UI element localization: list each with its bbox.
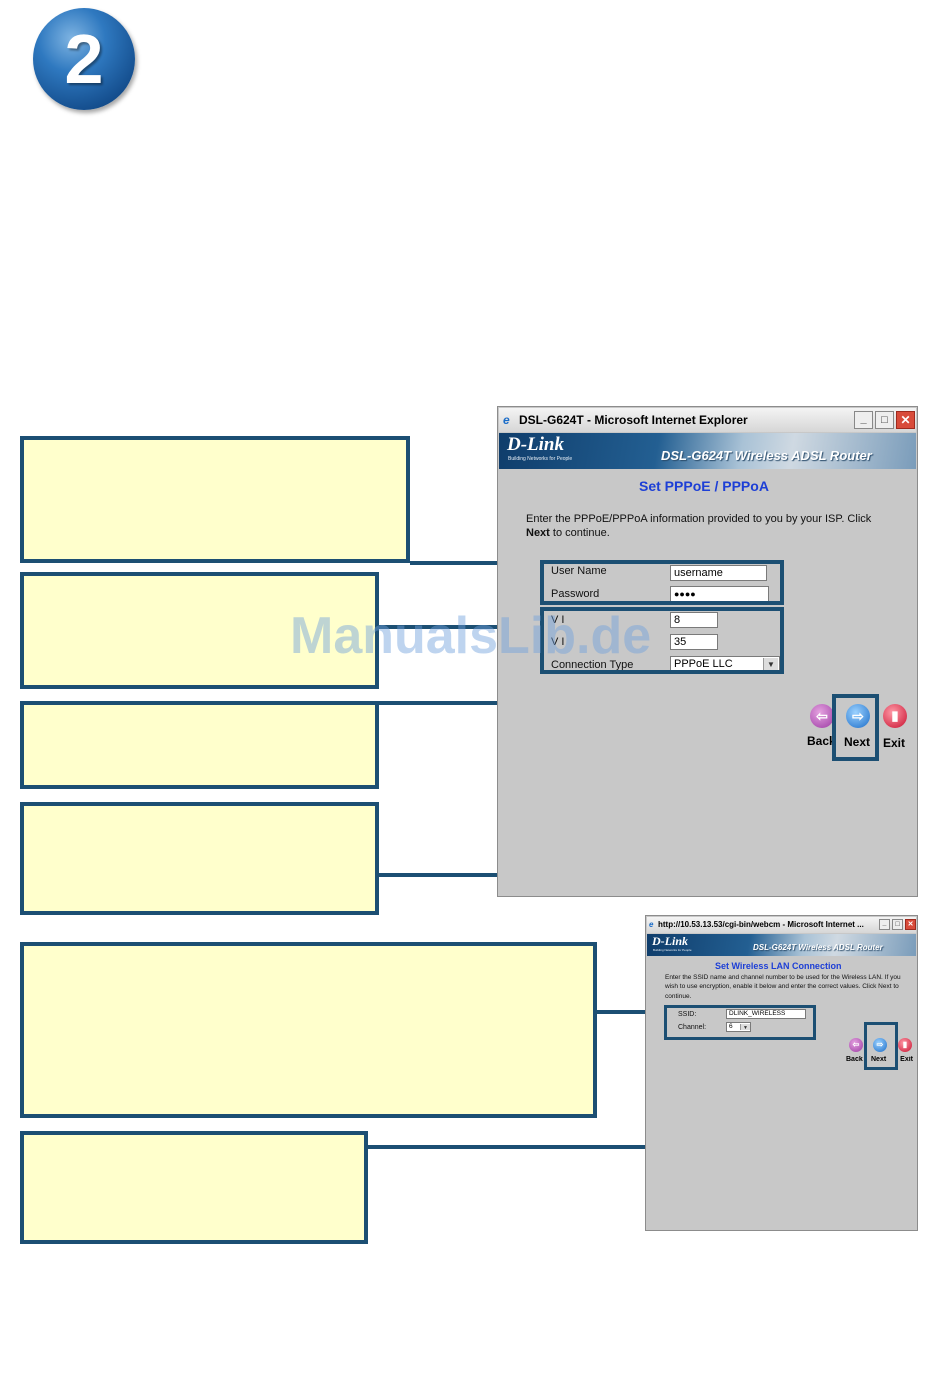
connector-line — [368, 1145, 879, 1149]
instruction-text: Enter the PPPoE/PPPoA information provid… — [526, 513, 872, 539]
highlight-next-button — [832, 694, 879, 761]
ie-icon: e — [649, 920, 654, 929]
channel-select[interactable]: 6 ▼ — [726, 1022, 751, 1032]
callout-click-next-2 — [20, 1131, 368, 1244]
connector-line — [597, 1010, 667, 1014]
connector-line — [379, 625, 544, 629]
close-button[interactable]: ✕ — [905, 919, 916, 930]
next-arrow-icon[interactable]: ⇨ — [846, 704, 870, 728]
exit-label[interactable]: Exit — [883, 736, 906, 750]
callout-click-next-1 — [20, 802, 379, 915]
product-name: DSL-G624T Wireless ADSL Router — [661, 448, 872, 463]
minimize-button[interactable]: _ — [854, 411, 873, 429]
browser-window-wireless: e http://10.53.13.53/cgi-bin/webcm - Mic… — [645, 915, 918, 1231]
highlight-ssid-channel — [664, 1005, 816, 1040]
connection-type-select[interactable]: PPPoE LLC ▼ — [670, 656, 780, 673]
next-label[interactable]: Next — [844, 735, 871, 749]
close-button[interactable]: ✕ — [896, 411, 915, 429]
password-label: Password — [551, 588, 600, 600]
ssid-label: SSID: — [678, 1011, 697, 1018]
dlink-logo: D-Link — [652, 934, 688, 948]
dlink-banner: D-Link Building Networks for People DSL-… — [499, 433, 916, 469]
watermark: ManualsLib.de — [290, 607, 652, 665]
maximize-button[interactable]: □ — [892, 919, 903, 930]
highlight-vpi-vci-connection — [540, 607, 784, 674]
exit-door-icon[interactable]: ▮ — [898, 1038, 912, 1052]
username-label: User Name — [551, 565, 607, 577]
logo-tagline: Building Networks for People — [653, 948, 692, 952]
back-arrow-icon[interactable]: ⇦ — [849, 1038, 863, 1052]
exit-label[interactable]: Exit — [900, 1056, 913, 1063]
page-title: Set PPPoE / PPPoA — [639, 478, 769, 494]
next-label[interactable]: Next — [871, 1056, 887, 1063]
vci-field[interactable]: 35 — [670, 634, 718, 650]
ie-icon: e — [503, 413, 510, 427]
page-title: Set Wireless LAN Connection — [715, 961, 842, 971]
back-label[interactable]: Back — [846, 1056, 863, 1063]
callout-vpi-vci — [20, 572, 379, 689]
callout-connection-type — [20, 701, 379, 789]
callout-wireless-ssid — [20, 942, 597, 1118]
chevron-down-icon[interactable]: ▼ — [740, 1024, 750, 1031]
back-label[interactable]: Back — [807, 734, 833, 748]
window-title: DSL-G624T - Microsoft Internet Explorer — [519, 413, 748, 427]
browser-window-pppoe: e DSL-G624T - Microsoft Internet Explore… — [497, 406, 918, 897]
minimize-button[interactable]: _ — [879, 919, 890, 930]
chevron-down-icon[interactable]: ▼ — [763, 658, 778, 671]
exit-door-icon[interactable]: ▮ — [883, 704, 907, 728]
username-field[interactable]: username — [670, 565, 767, 581]
connection-type-label: Connection Type — [551, 659, 634, 671]
maximize-button[interactable]: □ — [875, 411, 894, 429]
channel-label: Channel: — [678, 1024, 707, 1031]
window-titlebar: e DSL-G624T - Microsoft Internet Explore… — [499, 408, 916, 432]
highlight-next-button-2 — [864, 1022, 898, 1070]
step-number-badge: 2 — [33, 8, 135, 110]
window-title: http://10.53.13.53/cgi-bin/webcm - Micro… — [658, 920, 864, 929]
product-name: DSL-G624T Wireless ADSL Router — [753, 943, 883, 952]
next-arrow-icon[interactable]: ⇨ — [873, 1038, 887, 1052]
step-number: 2 — [64, 20, 104, 98]
dlink-banner: D-Link Building Networks for People DSL-… — [647, 934, 916, 956]
window-titlebar: e http://10.53.13.53/cgi-bin/webcm - Mic… — [647, 917, 916, 933]
highlight-username-password — [540, 560, 784, 605]
ssid-field[interactable]: DLINK_WIRELESS — [726, 1009, 806, 1019]
vpi-field[interactable]: 8 — [670, 612, 718, 628]
instruction-text: Enter the SSID name and channel number t… — [665, 974, 901, 1000]
dlink-logo: D-Link — [507, 434, 564, 455]
vci-label: V I — [551, 636, 565, 648]
back-arrow-icon[interactable]: ⇦ — [810, 704, 834, 728]
callout-ppp-info — [20, 436, 410, 563]
connector-line — [410, 561, 544, 565]
vpi-label: V I — [551, 614, 565, 626]
logo-tagline: Building Networks for People — [508, 456, 573, 462]
